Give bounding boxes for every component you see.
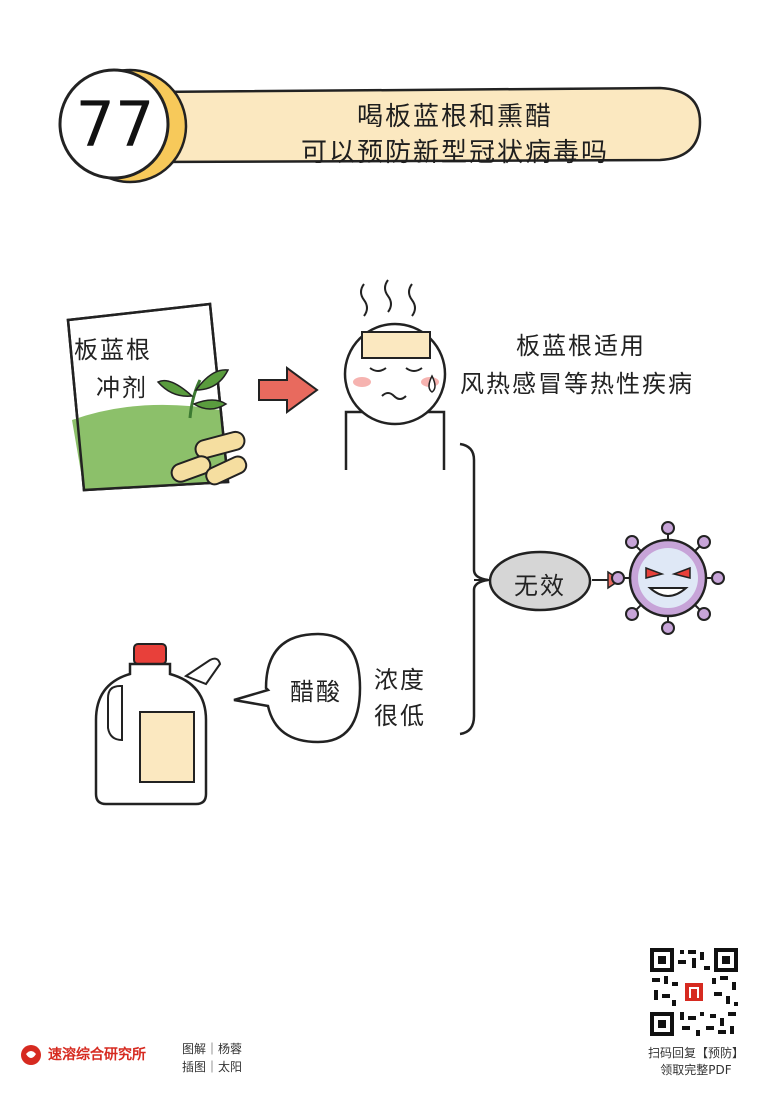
title-banner-graphic bbox=[58, 68, 702, 184]
ineffective-bubble bbox=[488, 550, 592, 612]
brand-logo: 速溶综合研究所 bbox=[20, 1042, 170, 1068]
brand-name: 速溶综合研究所 bbox=[48, 1047, 146, 1063]
qr-caption-line-2: 领取完整PDF bbox=[660, 1063, 732, 1077]
qr-caption-line-1: 扫码回复【预防】 bbox=[647, 1046, 744, 1060]
title-line-1: 喝板蓝根和熏醋 bbox=[356, 102, 553, 132]
title-block: 喝板蓝根和熏醋 可以预防新型冠状病毒吗 bbox=[220, 96, 690, 168]
red-arrow-icon bbox=[258, 366, 319, 414]
suitability-line-2: 风热感冒等热性疾病 bbox=[460, 370, 694, 398]
credit-illustration: 插图｜太阳 bbox=[182, 1060, 243, 1074]
acetic-acid-label: 醋酸 bbox=[290, 678, 342, 706]
acetic-acid-bubble bbox=[233, 632, 362, 744]
virus-icon bbox=[611, 521, 725, 635]
sick-person-illustration bbox=[343, 279, 447, 470]
suitability-line-1: 板蓝根适用 bbox=[516, 332, 646, 360]
root-slices-icon bbox=[170, 430, 248, 486]
concentration-line-1: 浓度 bbox=[374, 666, 426, 694]
vinegar-bottle-illustration bbox=[94, 643, 222, 806]
concentration-line-2: 很低 bbox=[374, 702, 426, 730]
brand-mark-icon bbox=[21, 1045, 41, 1065]
credit-diagram: 图解｜杨蓉 bbox=[182, 1042, 243, 1056]
package-label-line-2: 冲剂 bbox=[96, 374, 148, 402]
badge-number: 77 bbox=[75, 88, 155, 161]
ineffective-label: 无效 bbox=[514, 572, 566, 600]
qr-code[interactable] bbox=[648, 946, 740, 1038]
package-label-line-1: 板蓝根 bbox=[74, 336, 152, 364]
title-line-2: 可以预防新型冠状病毒吗 bbox=[300, 138, 609, 168]
